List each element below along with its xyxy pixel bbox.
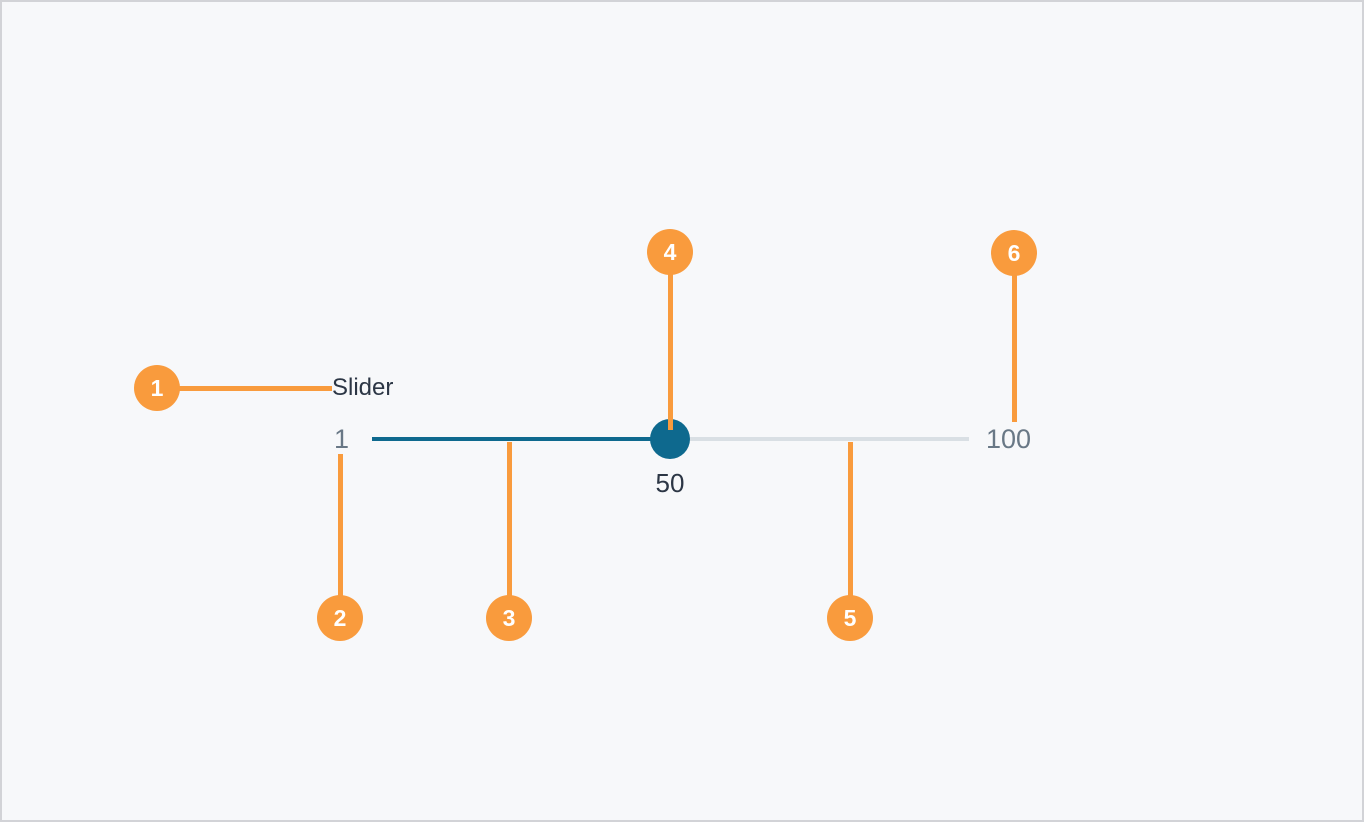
callout-4: 4: [647, 229, 693, 275]
callout-1-number: 1: [150, 374, 164, 401]
callout-line-2: [338, 454, 343, 618]
callout-4-number: 4: [663, 238, 677, 265]
callout-1: 1: [134, 365, 180, 411]
slider-min-label: 1: [334, 424, 350, 454]
slider-label: Slider: [332, 374, 394, 401]
callout-line-4: [668, 252, 673, 430]
callout-line-1: [157, 386, 332, 391]
slider-track-filled: [372, 437, 670, 441]
callout-6-number: 6: [1007, 239, 1021, 266]
callout-line-6: [1012, 253, 1017, 422]
callout-2-number: 2: [333, 604, 347, 631]
callout-3: 3: [486, 595, 532, 641]
callout-5-number: 5: [843, 604, 857, 631]
slider-value-label: 50: [655, 468, 685, 498]
callout-line-5: [848, 442, 853, 618]
callout-5: 5: [827, 595, 873, 641]
callout-6: 6: [991, 230, 1037, 276]
callout-line-3: [507, 442, 512, 618]
slider-max-label: 100: [986, 424, 1032, 454]
callout-2: 2: [317, 595, 363, 641]
callout-3-number: 3: [502, 604, 516, 631]
